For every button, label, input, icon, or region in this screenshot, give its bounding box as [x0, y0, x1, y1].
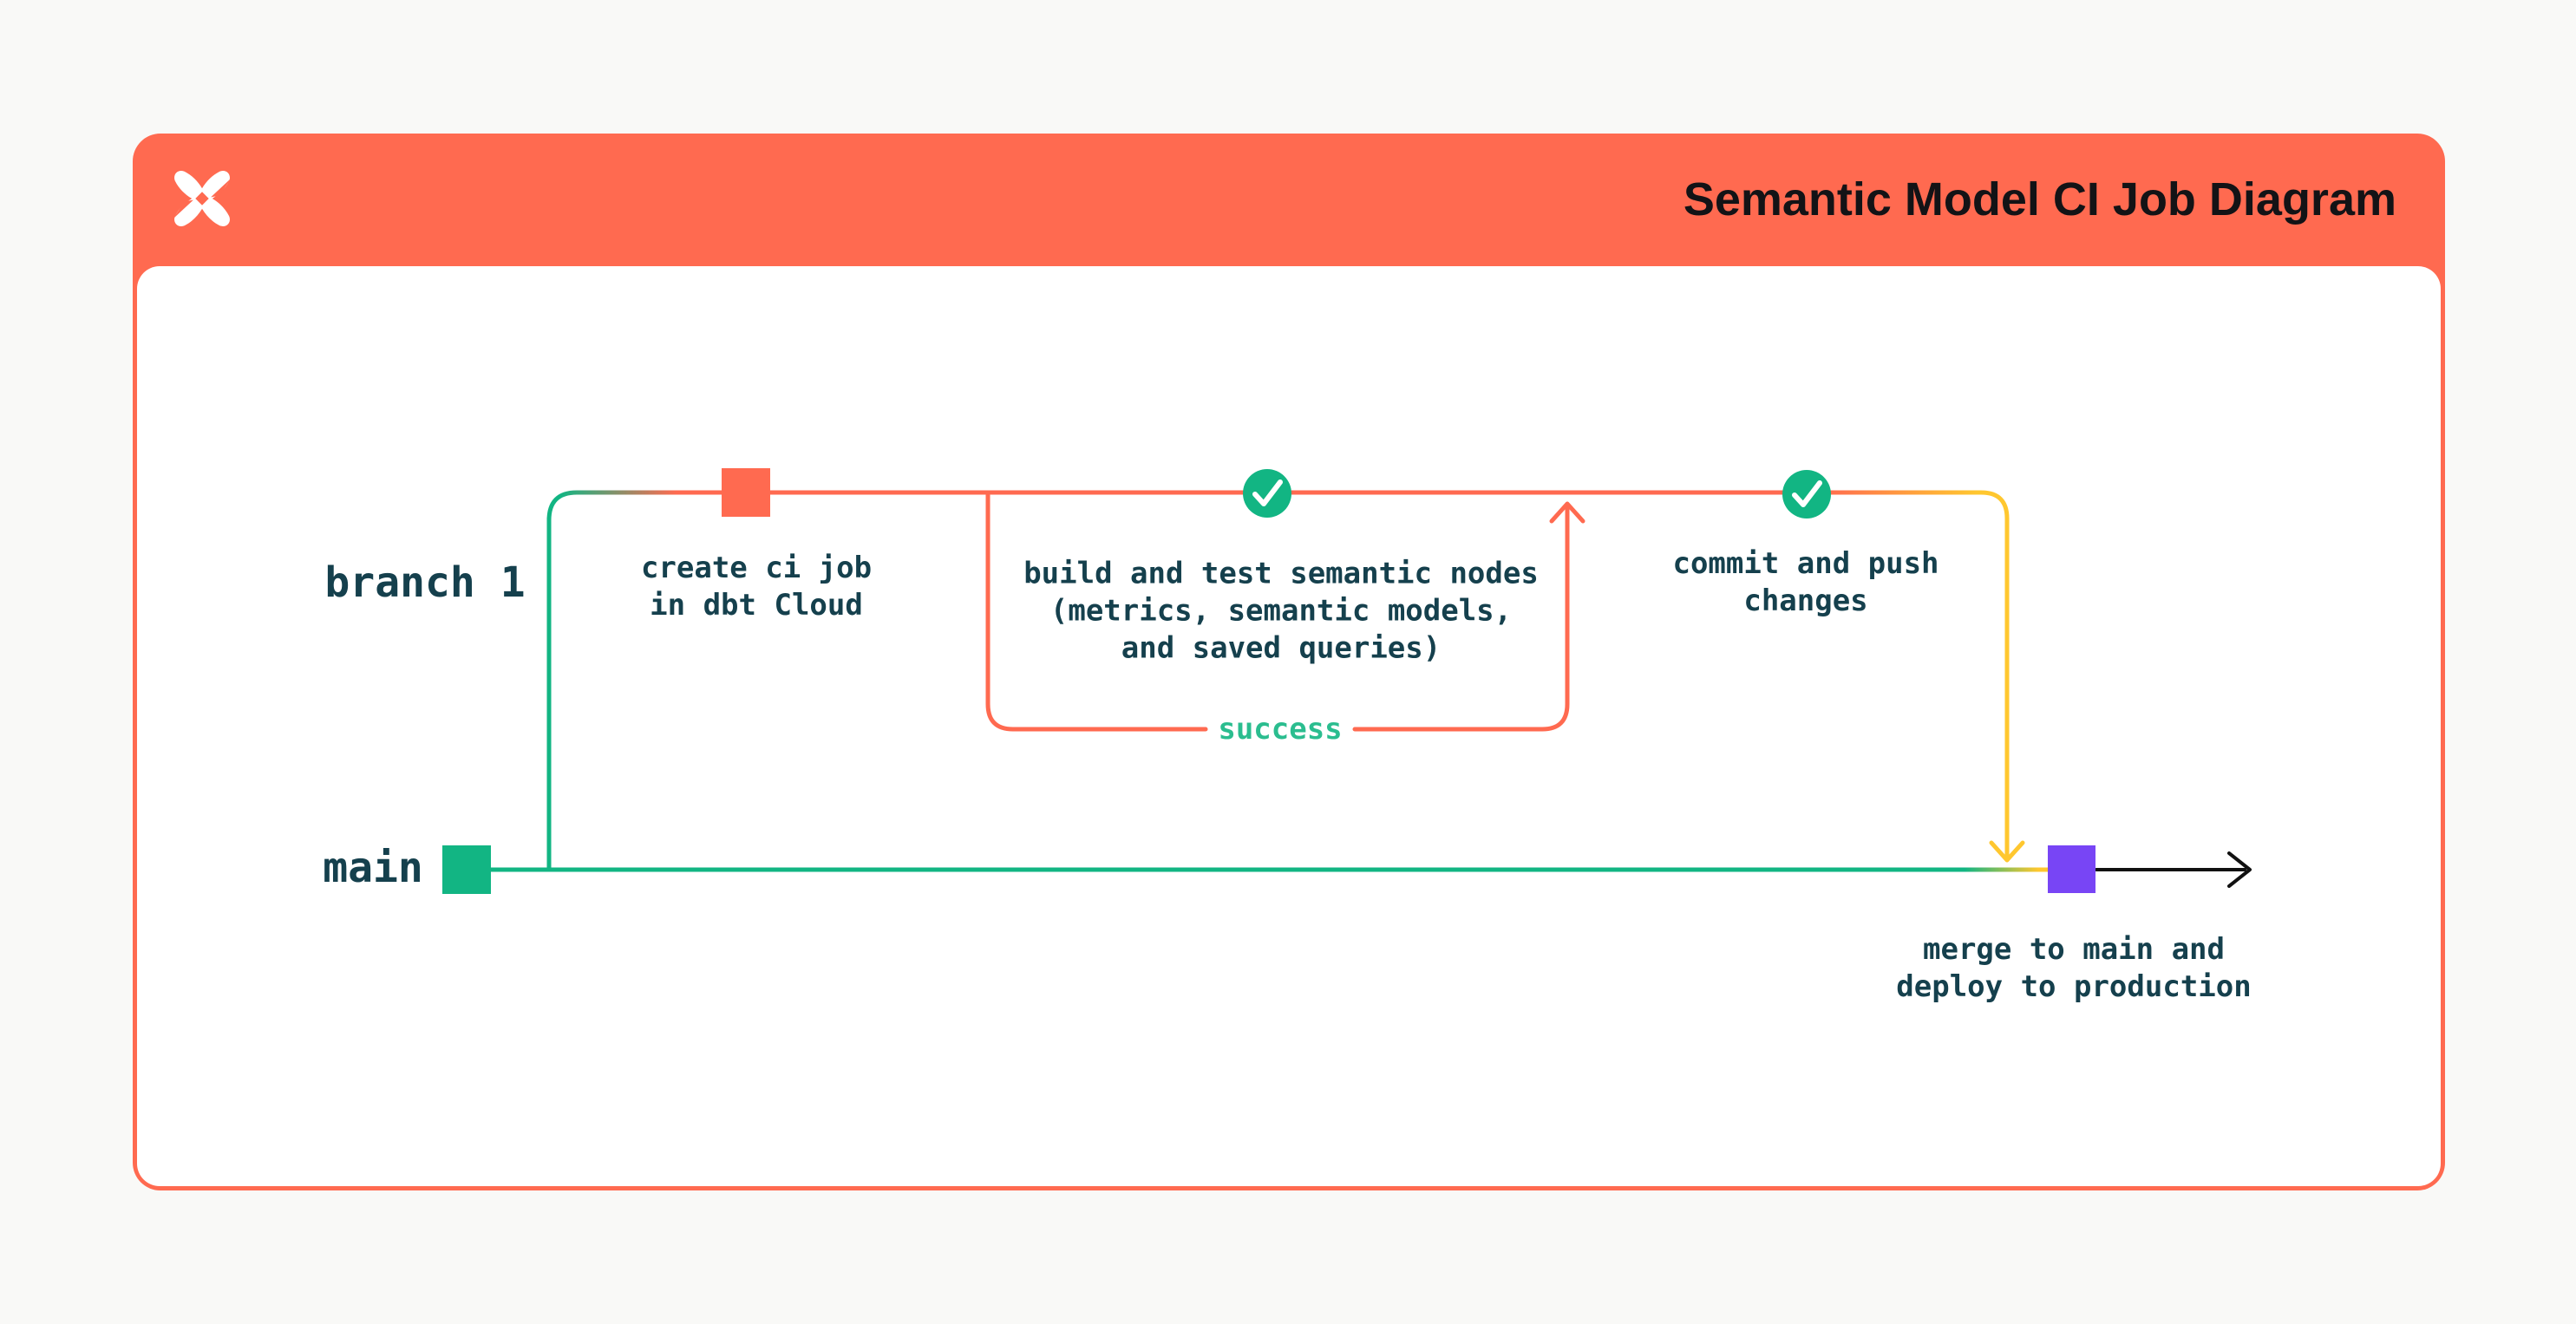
create-ci-job-label-line2: in dbt Cloud: [650, 588, 863, 623]
page-title: Semantic Model CI Job Diagram: [1683, 173, 2396, 225]
merge-deploy-label-line2: deploy to production: [1896, 969, 2252, 1004]
build-test-label-line1: build and test semantic nodes: [1023, 556, 1539, 591]
create-ci-job-label-line1: create ci job: [640, 551, 873, 585]
dbt-logo-icon: [173, 171, 232, 226]
build-test-label-line2: (metrics, semantic models,: [1049, 593, 1513, 629]
create-ci-job-label: create ci job in dbt Cloud: [641, 550, 872, 624]
build-test-label-line3: and saved queries): [1121, 630, 1442, 666]
main-label: main: [323, 844, 423, 892]
commit-push-label-line2: changes: [1743, 584, 1868, 618]
success-label: success: [1209, 712, 1351, 747]
commit-push-label-line1: commit and push: [1672, 546, 1939, 581]
merge-deploy-label: merge to main and deploy to production: [1896, 931, 2251, 1006]
logo-notch-bottom: [173, 199, 193, 219]
merge-deploy-label-line1: merge to main and: [1923, 932, 2225, 967]
build-test-label: build and test semantic nodes (metrics, …: [1023, 556, 1539, 668]
branch1-label: branch 1: [324, 558, 526, 607]
commit-push-label: commit and push changes: [1672, 545, 1939, 620]
